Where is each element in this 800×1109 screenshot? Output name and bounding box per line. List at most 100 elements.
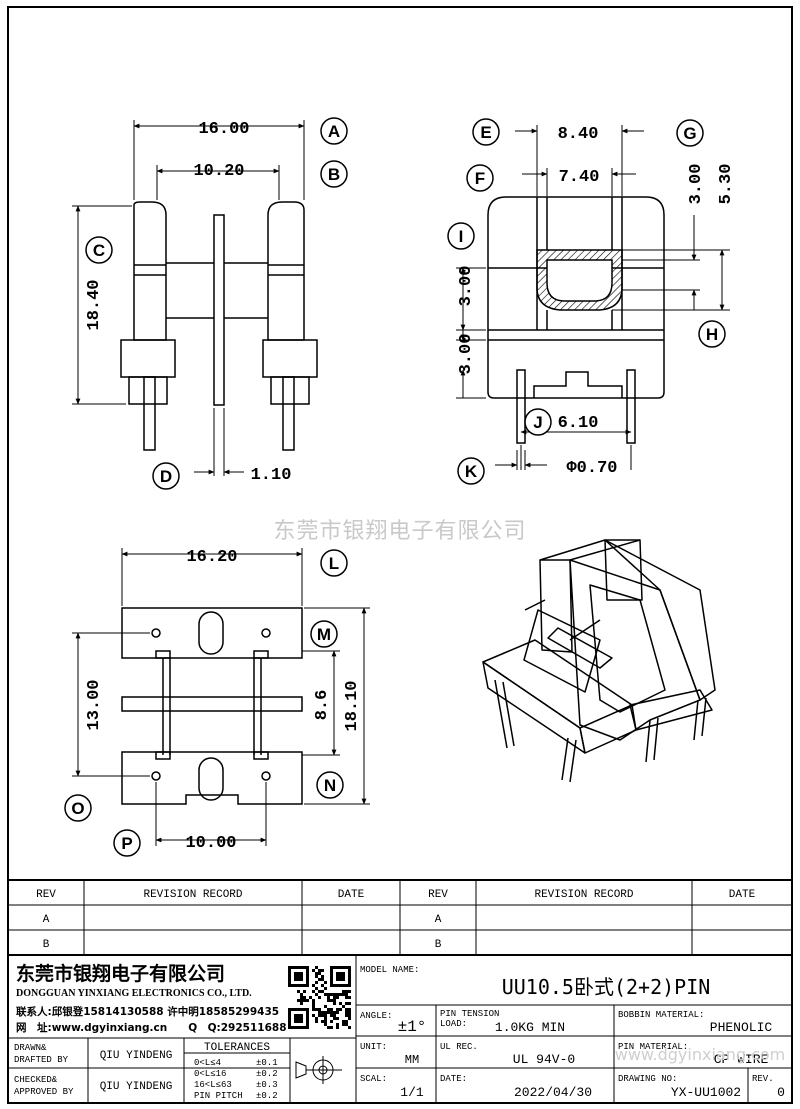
drawn-label: DRAWN& bbox=[14, 1043, 47, 1053]
rev-b-1: B bbox=[43, 939, 50, 951]
rev-a-2: A bbox=[435, 914, 442, 926]
company-contact: 联系人:邱银登15814130588 许中明18585299435 bbox=[16, 1005, 279, 1018]
front-view-dims bbox=[72, 120, 305, 476]
marker-p: P bbox=[113, 829, 141, 857]
marker-n: N bbox=[316, 771, 344, 799]
marker-m: M bbox=[310, 620, 338, 648]
scale-label: SCAL: bbox=[360, 1074, 387, 1084]
svg-text:G: G bbox=[683, 124, 696, 143]
tol-range-4: PIN PITCH bbox=[194, 1091, 243, 1101]
marker-c: C bbox=[85, 236, 113, 264]
dim-top-right-inner: 7.40 bbox=[559, 168, 600, 187]
angle-label: ANGLE: bbox=[360, 1011, 392, 1021]
bobbin-label: BOBBIN MATERIAL: bbox=[618, 1010, 704, 1020]
marker-i: I bbox=[447, 222, 475, 250]
dim-top-left-pin: 1.10 bbox=[251, 466, 292, 485]
isometric-view bbox=[482, 539, 716, 783]
bobbin-value: PHENOLIC bbox=[710, 1020, 773, 1035]
tol-range-1: 0<L≤4 bbox=[194, 1058, 221, 1068]
dim-bottom-height2: 8.6 bbox=[313, 690, 332, 721]
date-header-2: DATE bbox=[729, 889, 756, 901]
tol-value-2: ±0.2 bbox=[256, 1069, 278, 1079]
svg-text:F: F bbox=[475, 169, 485, 188]
dim-top-right-pin-dia: Φ0.70 bbox=[566, 459, 617, 478]
dim-top-right-outer: 8.40 bbox=[558, 125, 599, 144]
ul-value: UL 94V-0 bbox=[513, 1052, 575, 1067]
company-name-en: DONGGUAN YINXIANG ELECTRONICS CO., LTD. bbox=[16, 988, 252, 999]
marker-k: K bbox=[457, 457, 485, 485]
angle-value: ±1° bbox=[398, 1018, 427, 1036]
unit-label: UNIT: bbox=[360, 1042, 387, 1052]
pin-tension-load-label: LOAD: bbox=[440, 1019, 467, 1029]
watermark-url: www.dgyinxiang.com bbox=[615, 1045, 786, 1064]
company-name-cn: 东莞市银翔电子有限公司 bbox=[16, 962, 225, 985]
dim-bottom-pins: 10.00 bbox=[185, 834, 236, 853]
date-label: DATE: bbox=[440, 1074, 467, 1084]
dim-bottom-height3: 18.10 bbox=[343, 680, 362, 731]
date-header-1: DATE bbox=[338, 889, 365, 901]
marker-d: D bbox=[152, 462, 180, 490]
drafted-label: DRAFTED BY bbox=[14, 1055, 69, 1065]
svg-text:M: M bbox=[317, 625, 331, 644]
qr-code-icon bbox=[288, 966, 351, 1029]
marker-l: L bbox=[320, 549, 348, 577]
approved-label: APPROVED BY bbox=[14, 1087, 74, 1097]
svg-text:A: A bbox=[328, 122, 340, 141]
tol-value-3: ±0.3 bbox=[256, 1080, 278, 1090]
model-name-label: MODEL NAME: bbox=[360, 965, 419, 975]
drawn-by: QIU YINDENG bbox=[100, 1050, 173, 1062]
marker-g: G bbox=[676, 119, 704, 147]
dim-top-left-inner: 10.20 bbox=[193, 162, 244, 181]
dim-top-left-width: 16.00 bbox=[198, 120, 249, 139]
revision-table-text: REV REVISION RECORD DATE REV REVISION RE… bbox=[36, 889, 756, 951]
marker-h: H bbox=[698, 320, 726, 348]
marker-b: B bbox=[320, 160, 348, 188]
revision-record-header-1: REVISION RECORD bbox=[143, 889, 242, 901]
rev-value: 0 bbox=[777, 1085, 785, 1100]
checked-by: QIU YINDENG bbox=[100, 1081, 173, 1093]
top-view-dims bbox=[72, 548, 370, 846]
side-view-dims bbox=[456, 125, 730, 470]
marker-j: J bbox=[524, 408, 552, 436]
tolerances-label: TOLERANCES bbox=[204, 1042, 270, 1054]
company-web: 网 址:www.dgyinxiang.cn Q Q:292511688 bbox=[16, 1021, 287, 1034]
ul-label: UL REC. bbox=[440, 1042, 478, 1052]
marker-e: E bbox=[472, 118, 500, 146]
dim-top-right-base: 3.00 bbox=[457, 334, 476, 375]
rev-a-1: A bbox=[43, 914, 50, 926]
svg-text:B: B bbox=[328, 165, 340, 184]
dim-bottom-width: 16.20 bbox=[186, 548, 237, 567]
svg-text:K: K bbox=[465, 462, 478, 481]
dim-bottom-height1: 13.00 bbox=[85, 679, 104, 730]
tol-range-3: 16<L≤63 bbox=[194, 1080, 232, 1090]
drawing-no-value: YX-UU1002 bbox=[671, 1085, 741, 1100]
side-view bbox=[487, 196, 665, 444]
drawing-frame bbox=[7, 6, 793, 1104]
projection-symbol-icon bbox=[295, 1056, 342, 1084]
scale-value: 1/1 bbox=[400, 1085, 424, 1100]
svg-text:N: N bbox=[324, 776, 336, 795]
unit-value: MM bbox=[405, 1053, 419, 1067]
dim-top-right-v2: 5.30 bbox=[717, 164, 736, 205]
pin-tension-label: PIN TENSION bbox=[440, 1009, 499, 1019]
drawing-no-label: DRAWING NO: bbox=[618, 1074, 677, 1084]
dim-top-right-left: 3.00 bbox=[457, 266, 476, 307]
dim-top-right-pins: 6.10 bbox=[558, 414, 599, 433]
dim-top-right-v1: 3.00 bbox=[687, 164, 706, 205]
svg-text:P: P bbox=[121, 834, 132, 853]
pin-material-value: CP WIRE bbox=[714, 1052, 769, 1067]
marker-a: A bbox=[320, 117, 348, 145]
rev-header-1: REV bbox=[36, 889, 56, 901]
svg-text:I: I bbox=[459, 227, 464, 246]
window-inner bbox=[546, 259, 613, 302]
svg-text:J: J bbox=[533, 413, 542, 432]
svg-text:D: D bbox=[160, 467, 172, 486]
tol-value-4: ±0.2 bbox=[256, 1091, 278, 1101]
tol-value-1: ±0.1 bbox=[256, 1058, 278, 1068]
top-view bbox=[121, 607, 303, 805]
title-block-grid bbox=[8, 954, 792, 1103]
svg-text:E: E bbox=[480, 123, 491, 142]
revision-table bbox=[8, 879, 792, 956]
